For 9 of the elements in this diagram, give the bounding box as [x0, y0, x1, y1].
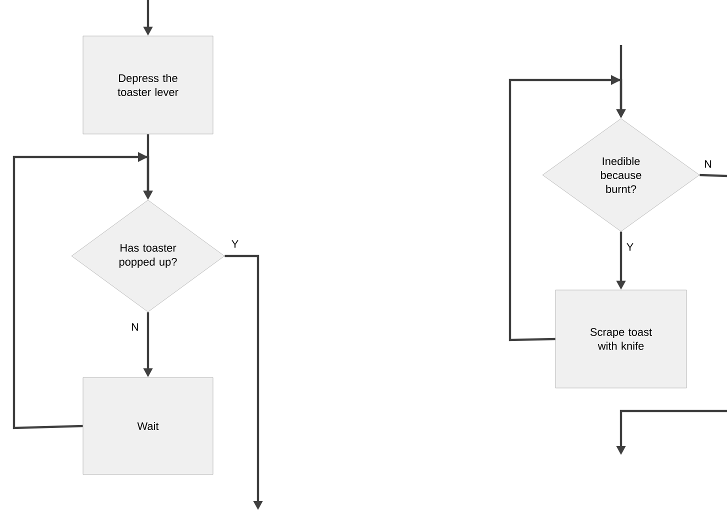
process-box: Scrape toast with knife	[555, 290, 687, 388]
edge-label: N	[703, 159, 713, 169]
process-box: Depress the toaster lever	[82, 36, 214, 134]
edge-label: Y	[230, 239, 240, 249]
arrow	[508, 75, 626, 342]
process-box: Wait	[82, 377, 214, 475]
edge-label: Y	[625, 242, 635, 252]
edge-label: N	[130, 322, 140, 332]
arrow	[12, 152, 153, 430]
